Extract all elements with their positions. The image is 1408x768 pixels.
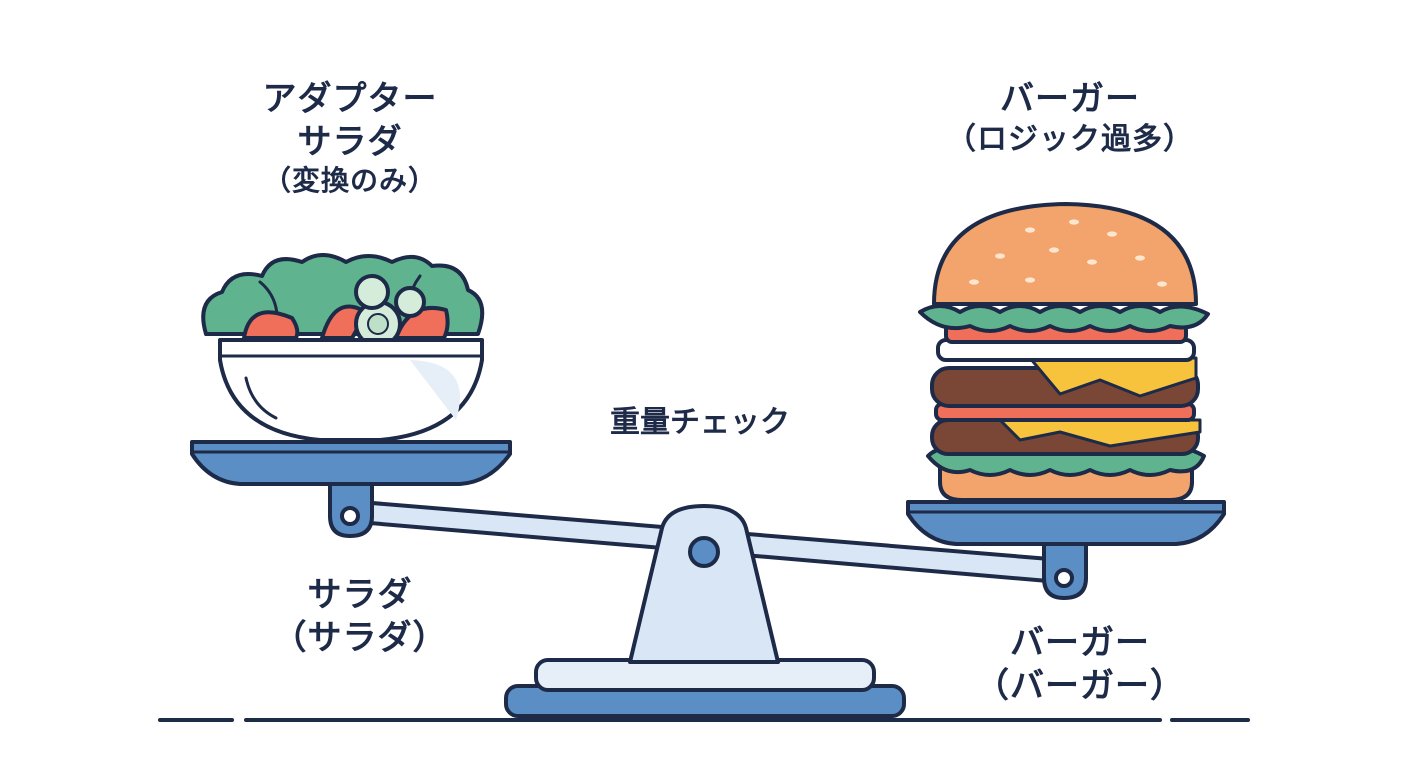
right-bottom-line2: （バーガー）	[975, 665, 1185, 706]
left-top-line1: アダプター	[262, 79, 438, 119]
right-top-line1: バーガー	[1000, 79, 1140, 119]
left-pan-hanger	[328, 480, 374, 538]
right-top-line2: （ロジック過多）	[946, 121, 1194, 157]
left-bottom-line1: サラダ	[307, 575, 413, 615]
right-bottom-line1: バーガー	[1010, 623, 1150, 663]
pivot-icon	[688, 536, 720, 568]
left-bottom-label: サラダ （サラダ）	[240, 574, 480, 659]
salad-bowl-icon	[201, 253, 485, 442]
left-top-line3: （変換のみ）	[262, 164, 437, 197]
right-bottom-label: バーガー （バーガー）	[950, 622, 1210, 707]
left-bottom-line2: （サラダ）	[272, 617, 448, 658]
fulcrum-stand	[628, 504, 780, 664]
right-pan-hanger	[1042, 540, 1088, 600]
right-pan	[906, 500, 1226, 546]
scale-base	[504, 658, 906, 718]
left-pan	[190, 440, 512, 486]
left-top-line2: サラダ	[297, 121, 403, 162]
left-top-label: アダプター サラダ （変換のみ）	[220, 78, 480, 198]
center-label: 重量チェック	[610, 405, 790, 440]
burger-icon	[918, 202, 1210, 502]
right-top-label: バーガー （ロジック過多）	[920, 78, 1220, 158]
